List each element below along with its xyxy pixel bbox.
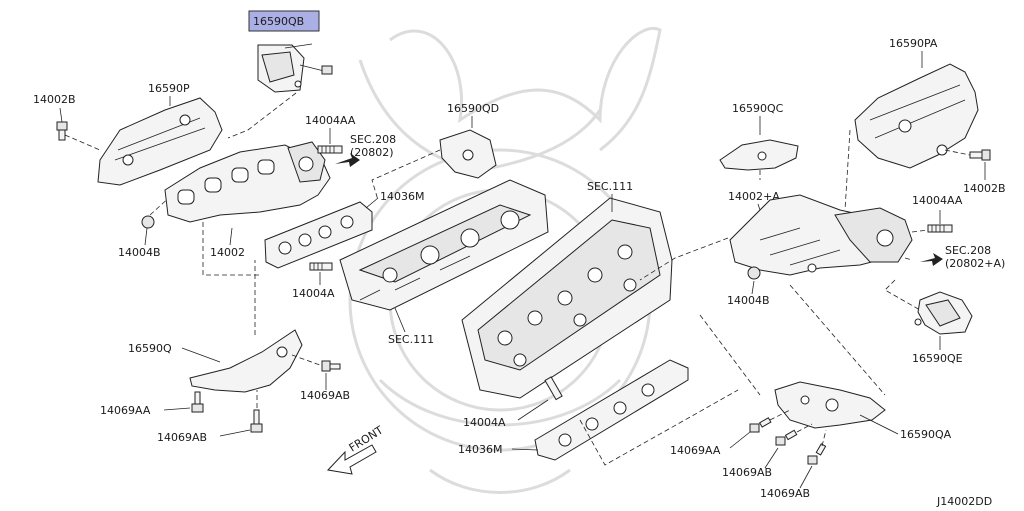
label-16590QE[interactable]: 16590QE <box>912 352 963 365</box>
label-14004A-bottom[interactable]: 14004A <box>463 416 506 429</box>
label-16590QD[interactable]: 16590QD <box>447 102 499 115</box>
label-sec111-left[interactable]: SEC.111 <box>388 333 434 346</box>
label-sec208-right-ref[interactable]: (20802+A) <box>945 257 1005 270</box>
label-sec111-right[interactable]: SEC.111 <box>587 180 633 193</box>
label-14036M-bottom[interactable]: 14036M <box>458 443 502 456</box>
part-14036M-top-gasket[interactable] <box>264 201 373 269</box>
label-14004B-right[interactable]: 14004B <box>727 294 770 307</box>
part-14069AA-left-bolt[interactable] <box>191 391 204 413</box>
label-16590QC[interactable]: 16590QC <box>732 102 784 115</box>
part-14002A-manifold[interactable] <box>729 194 913 276</box>
part-14004B-right-nut[interactable] <box>747 266 761 280</box>
label-14069AB-right2[interactable]: 14069AB <box>760 487 810 500</box>
part-14004A-left-stud[interactable] <box>309 262 333 271</box>
part-16590QA[interactable] <box>774 381 886 429</box>
part-14004AA-right-stud[interactable] <box>927 224 953 233</box>
part-cylinder-head-right[interactable] <box>461 197 673 399</box>
arrow-sec208-left <box>335 153 360 167</box>
label-14002[interactable]: 14002 <box>210 246 245 259</box>
label-14004AA-right[interactable]: 14004AA <box>912 194 963 207</box>
part-16590Q[interactable] <box>189 329 303 393</box>
arrow-sec208-right <box>920 253 943 266</box>
label-16590P[interactable]: 16590P <box>148 82 190 95</box>
part-14002B-left-bolt[interactable] <box>56 121 68 141</box>
label-14069AB-left2[interactable]: 14069AB <box>157 431 207 444</box>
label-14002B-right[interactable]: 14002B <box>963 182 1006 195</box>
part-14002-manifold[interactable] <box>164 141 331 223</box>
part-14036M-bottom-gasket[interactable] <box>534 359 689 461</box>
part-14069AB-left-bolt1[interactable] <box>321 360 341 372</box>
label-16590Q[interactable]: 16590Q <box>128 342 172 355</box>
label-14004A-left[interactable]: 14004A <box>292 287 335 300</box>
label-14004AA-left[interactable]: 14004AA <box>305 114 356 127</box>
label-14004B-left[interactable]: 14004B <box>118 246 161 259</box>
part-cylinder-head-left[interactable] <box>339 179 549 311</box>
label-14069AB-right1[interactable]: 14069AB <box>722 466 772 479</box>
part-16590QB[interactable] <box>257 43 313 93</box>
part-14004A-bottom-stud[interactable] <box>544 376 563 401</box>
part-14069AB-right-bolt1[interactable] <box>775 429 798 446</box>
label-16590PA[interactable]: 16590PA <box>889 37 938 50</box>
label-14069AA-left[interactable]: 14069AA <box>100 404 151 417</box>
label-14036M-top[interactable]: 14036M <box>380 190 424 203</box>
label-sec208-left[interactable]: SEC.208 <box>350 133 396 146</box>
front-arrow <box>326 444 377 475</box>
label-14002B-left[interactable]: 14002B <box>33 93 76 106</box>
label-sec208-left-ref[interactable]: (20802) <box>350 146 394 159</box>
part-14069AB-right-bolt2[interactable] <box>807 443 827 465</box>
label-sec208-right[interactable]: SEC.208 <box>945 244 991 257</box>
part-16590QC[interactable] <box>719 139 799 171</box>
part-14002B-right-bolt[interactable] <box>969 149 991 161</box>
label-14002A[interactable]: 14002+A <box>728 190 780 203</box>
part-14069AA-right-bolt[interactable] <box>749 417 772 433</box>
part-16590QE[interactable] <box>914 291 973 335</box>
label-16590QB[interactable]: 16590QB <box>253 15 304 28</box>
label-16590QA[interactable]: 16590QA <box>900 428 952 441</box>
part-16590QD[interactable] <box>439 129 497 179</box>
diagram-code: J14002DD <box>936 495 992 508</box>
part-14069AB-left-bolt2[interactable] <box>250 409 263 433</box>
label-14069AA-right[interactable]: 14069AA <box>670 444 721 457</box>
part-14004AA-left-stud[interactable] <box>317 145 343 154</box>
part-16590P[interactable] <box>97 97 223 186</box>
label-14069AB-left1[interactable]: 14069AB <box>300 389 350 402</box>
part-14004B-left-nut[interactable] <box>141 215 155 229</box>
part-16590PA[interactable] <box>854 63 979 169</box>
highlight-box <box>248 10 320 32</box>
